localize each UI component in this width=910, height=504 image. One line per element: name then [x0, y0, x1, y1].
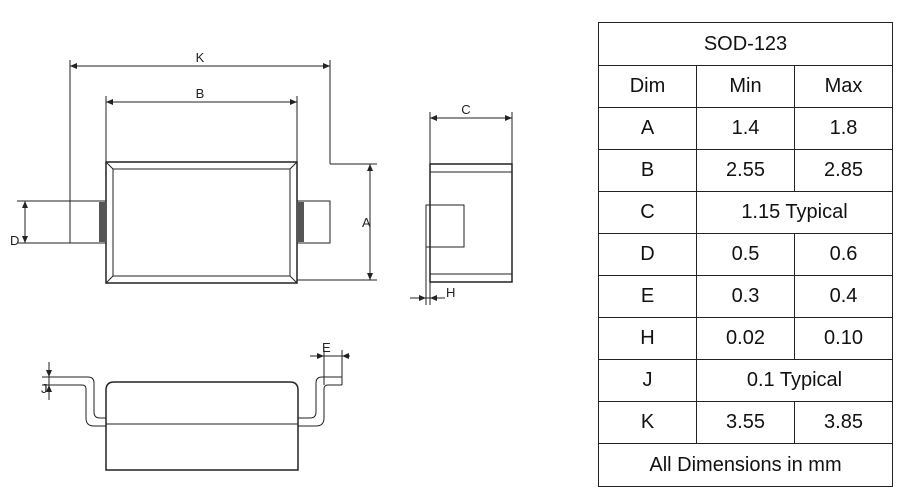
- top-body-corner-br: [289, 275, 298, 284]
- table-footer-row: All Dimensions in mm: [598, 443, 893, 487]
- table-row: C 1.15 Typical: [598, 191, 893, 234]
- dim-a-arrow-bottom: [367, 273, 373, 280]
- dim-e-arrow-left: [317, 353, 324, 359]
- label-a: A: [362, 215, 371, 230]
- side-lead: [425, 204, 465, 248]
- table-title-row: SOD-123: [598, 22, 893, 66]
- dim-d-arrow-top: [22, 201, 28, 208]
- label-j: J: [41, 381, 48, 396]
- dim-d-arrow-bottom: [22, 236, 28, 243]
- cell-min: 0.3: [696, 275, 795, 318]
- front-body: [105, 381, 299, 471]
- cell-dim: J: [598, 359, 697, 402]
- dimensions-table: SOD-123 Dim Min Max A 1.4 1.8 B 2.55 2.8…: [598, 22, 893, 487]
- dim-h-arrow-left: [419, 295, 426, 301]
- label-k: K: [196, 50, 205, 65]
- table-row: K 3.55 3.85: [598, 401, 893, 444]
- cell-typical: 0.1 Typical: [696, 359, 893, 402]
- dim-a-arrow-top: [367, 164, 373, 171]
- cell-min: 1.4: [696, 107, 795, 150]
- top-lead-right-shade: [297, 202, 304, 242]
- cell-dim: E: [598, 275, 697, 318]
- cell-max: 0.6: [794, 233, 893, 276]
- table-row: E 0.3 0.4: [598, 275, 893, 318]
- top-body-outer: [105, 161, 298, 284]
- header-min: Min: [696, 65, 795, 108]
- dim-c-arrow-right: [505, 115, 512, 121]
- label-c: C: [461, 102, 470, 117]
- cell-max: 2.85: [794, 149, 893, 192]
- label-b: B: [196, 86, 205, 101]
- table-row: B 2.55 2.85: [598, 149, 893, 192]
- dim-c-arrow-left: [430, 115, 437, 121]
- front-lead-left-bottom: [48, 384, 106, 427]
- dim-j-arrow-top: [46, 370, 52, 377]
- cell-min: 0.5: [696, 233, 795, 276]
- dim-b-arrow-left: [106, 99, 113, 105]
- dim-j-arrow-bottom: [46, 385, 52, 392]
- side-view: C H: [410, 102, 513, 305]
- table-header-row: Dim Min Max: [598, 65, 893, 108]
- cell-min: 0.02: [696, 317, 795, 360]
- cell-max: 3.85: [794, 401, 893, 444]
- cell-max: 0.10: [794, 317, 893, 360]
- dim-k-arrow-left: [70, 63, 77, 69]
- cell-min: 3.55: [696, 401, 795, 444]
- table-row: H 0.02 0.10: [598, 317, 893, 360]
- table-row: J 0.1 Typical: [598, 359, 893, 402]
- front-lead-right-bottom: [298, 384, 342, 427]
- label-h: H: [446, 285, 455, 300]
- side-body: [429, 163, 513, 283]
- top-view: K B D A: [10, 50, 377, 284]
- dim-b-arrow-right: [290, 99, 297, 105]
- top-lead-left-shade: [99, 202, 106, 242]
- cell-dim: D: [598, 233, 697, 276]
- table-footer: All Dimensions in mm: [598, 443, 893, 487]
- header-max: Max: [794, 65, 893, 108]
- header-dim: Dim: [598, 65, 697, 108]
- table-title: SOD-123: [598, 22, 893, 66]
- package-outline-drawing: K B D A: [10, 50, 513, 471]
- cell-min: 2.55: [696, 149, 795, 192]
- dim-h-arrow-right: [430, 295, 437, 301]
- top-body-corner-bl: [105, 275, 114, 284]
- cell-dim: B: [598, 149, 697, 192]
- cell-dim: K: [598, 401, 697, 444]
- top-body-inner: [112, 168, 291, 277]
- cell-dim: C: [598, 191, 697, 234]
- cell-dim: H: [598, 317, 697, 360]
- front-view: E J: [41, 340, 350, 471]
- cell-dim: A: [598, 107, 697, 150]
- table-row: D 0.5 0.6: [598, 233, 893, 276]
- cell-max: 0.4: [794, 275, 893, 318]
- dim-k-arrow-right: [323, 63, 330, 69]
- cell-max: 1.8: [794, 107, 893, 150]
- dim-e-arrow-right: [342, 353, 349, 359]
- table-row: A 1.4 1.8: [598, 107, 893, 150]
- front-lead-right-top: [298, 376, 342, 419]
- label-e: E: [322, 340, 331, 355]
- top-body-corner-tl: [105, 161, 114, 170]
- top-body-corner-tr: [289, 161, 298, 170]
- cell-typical: 1.15 Typical: [696, 191, 893, 234]
- label-d: D: [10, 233, 19, 248]
- front-lead-left-top: [48, 376, 106, 419]
